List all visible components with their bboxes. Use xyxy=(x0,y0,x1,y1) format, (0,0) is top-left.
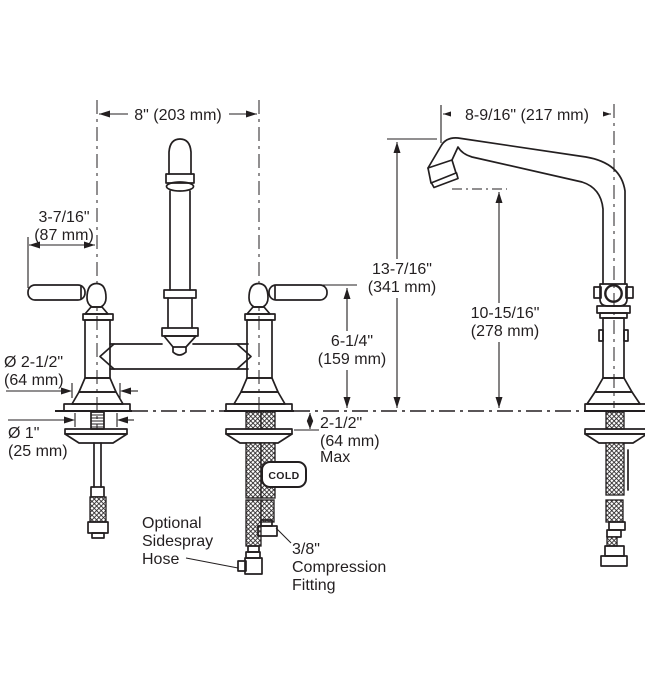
dim-deck-thickness xyxy=(294,413,319,431)
dim-handle-spread-label: 8" (203 mm) xyxy=(134,107,221,124)
aerator-band xyxy=(427,159,457,184)
bridge-hub-circle xyxy=(604,284,623,303)
left-handle-assembly xyxy=(27,282,131,412)
dim-hole-dia-in: Ø 1" xyxy=(8,425,39,442)
spout-riser xyxy=(161,138,199,356)
dim-handle-height-in: 6-1/4" xyxy=(331,333,373,350)
dim-handle-reach-in: 3-7/16" xyxy=(38,209,89,226)
label-sidespray-1: Optional xyxy=(142,515,202,532)
right-handle-assembly xyxy=(225,282,328,412)
sidespray-leader-line xyxy=(185,557,239,569)
handle-ball-joint xyxy=(248,282,269,308)
centerlines xyxy=(96,100,615,430)
dim-hole-dia-mm: (25 mm) xyxy=(8,443,68,460)
side-supply-hose xyxy=(584,411,645,567)
side-column xyxy=(584,283,645,412)
dim-spout-height-in: 13-7/16" xyxy=(372,261,432,278)
dim-base-diameter xyxy=(6,383,138,398)
cold-tag: COLD xyxy=(261,461,307,488)
front-view-faucet: COLD xyxy=(27,138,328,575)
label-sidespray-2: Sidespray xyxy=(142,533,213,550)
dim-handle-height-mm: (159 mm) xyxy=(318,351,386,368)
dim-spout-height-mm: (341 mm) xyxy=(368,279,436,296)
handle-ball-joint xyxy=(86,282,107,308)
label-fitting-1: 3/8" xyxy=(292,541,320,558)
side-view-faucet xyxy=(427,137,645,567)
dim-deck-max-in: 2-1/2" xyxy=(320,415,362,432)
dim-base-dia-in: Ø 2-1/2" xyxy=(4,354,63,371)
dim-hole-diameter xyxy=(8,413,134,427)
fitting-leader-line xyxy=(275,527,292,544)
dimension-text-backgrounds xyxy=(128,103,603,370)
cold-tag-label: COLD xyxy=(268,470,299,482)
label-fitting-2: Compression xyxy=(292,559,386,576)
dim-deck-max-mm: (64 mm) xyxy=(320,433,380,450)
spout xyxy=(427,137,626,285)
dim-outlet-height xyxy=(452,188,507,408)
label-fitting-3: Fitting xyxy=(292,577,336,594)
dim-handle-reach xyxy=(27,237,95,288)
sidespray-elbow xyxy=(244,557,263,575)
label-sidespray-3: Hose xyxy=(142,551,179,568)
dim-handle-reach-mm: (87 mm) xyxy=(34,227,94,244)
dim-outlet-height-mm: (278 mm) xyxy=(471,323,539,340)
left-supply-shank xyxy=(64,411,128,539)
dim-deck-max-note: Max xyxy=(320,449,350,466)
dimension-text: 8" (203 mm) 8-9/16" (217 mm) 3-7/16" (87… xyxy=(4,107,589,594)
dim-base-dia-mm: (64 mm) xyxy=(4,372,64,389)
center-supply-hoses: COLD xyxy=(225,411,307,575)
dim-outlet-height-in: 10-15/16" xyxy=(471,305,540,322)
dim-spout-reach-label: 8-9/16" (217 mm) xyxy=(465,107,589,124)
